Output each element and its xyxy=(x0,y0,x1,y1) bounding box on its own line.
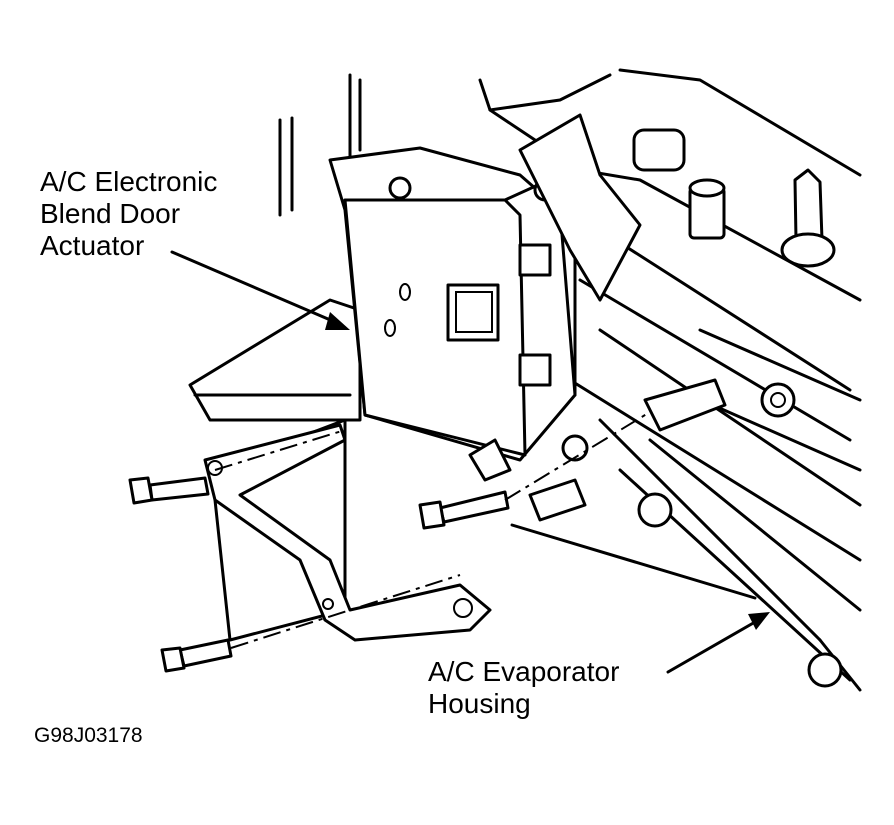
figure-id: G98J03178 xyxy=(34,724,143,747)
actuator-label-line-2: Blend Door xyxy=(40,198,181,229)
actuator-label-line-3: Actuator xyxy=(40,230,145,261)
leader-lines xyxy=(170,250,770,674)
blend-door-actuator xyxy=(328,113,642,482)
housing-label-line-2: Housing xyxy=(428,688,531,719)
actuator-label-line-1: A/C Electronic xyxy=(40,166,218,197)
housing-label: A/C Evaporator Housing xyxy=(428,656,619,720)
housing-label-line-1: A/C Evaporator xyxy=(428,656,620,687)
bolts xyxy=(128,476,587,673)
actuator-label: A/C Electronic Blend Door Actuator xyxy=(40,166,217,262)
mounting-bracket xyxy=(203,423,492,642)
housing-fasteners xyxy=(632,128,843,688)
alignment-lines xyxy=(214,411,651,649)
